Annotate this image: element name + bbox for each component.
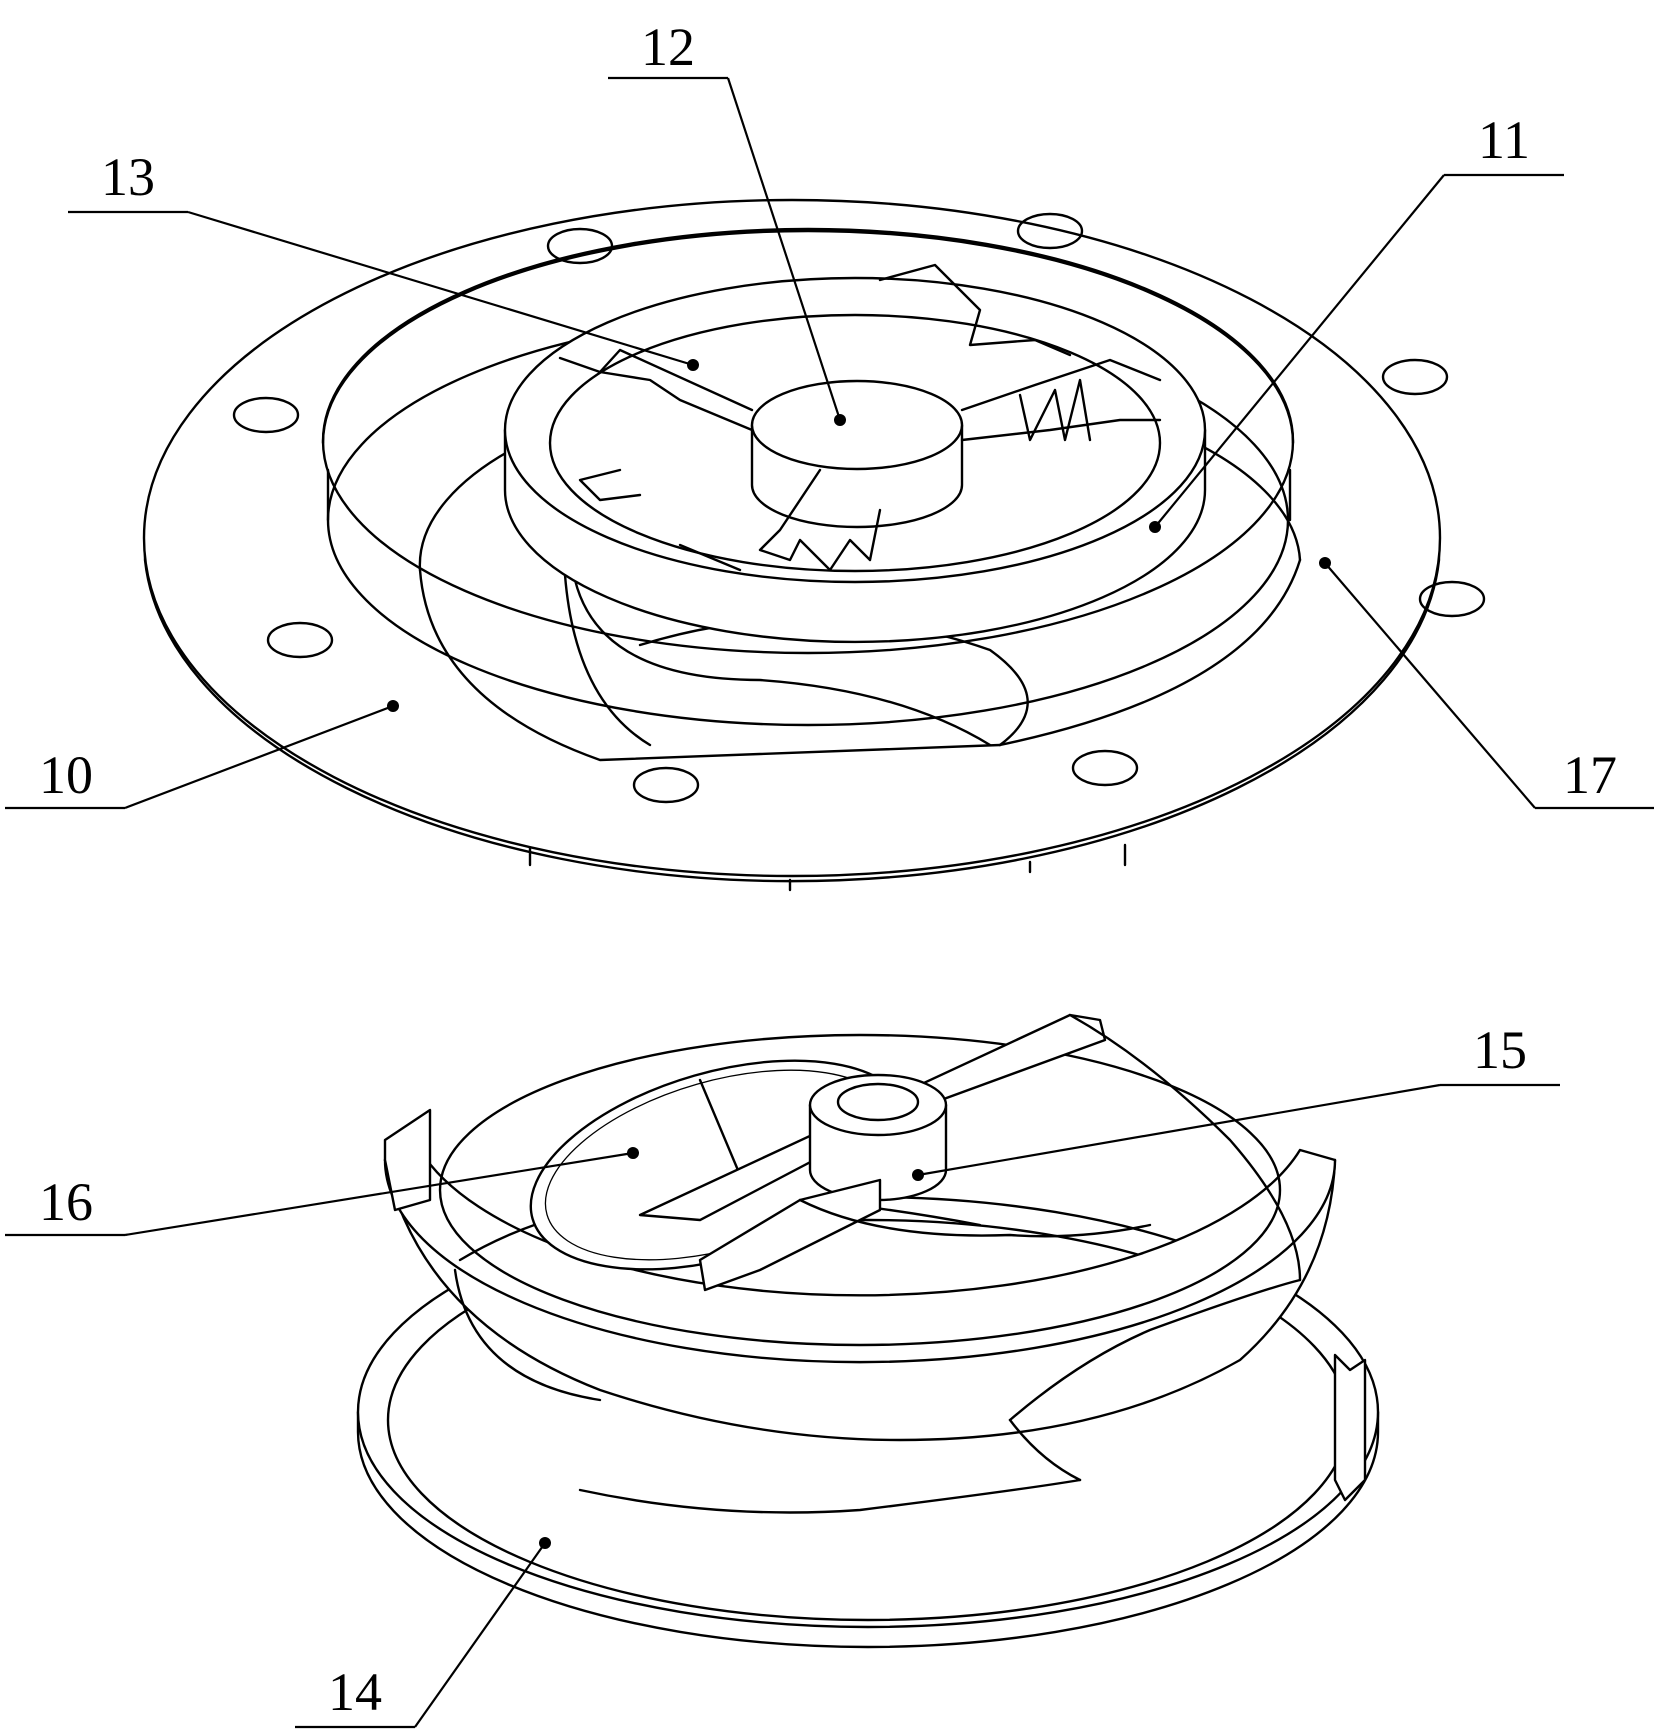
label-15: 15	[1473, 1020, 1527, 1080]
bolt-hole	[1418, 580, 1486, 618]
marker-dot	[1149, 521, 1161, 533]
hub	[750, 379, 964, 529]
label-12: 12	[641, 17, 695, 77]
marker-dot	[912, 1169, 924, 1181]
impeller-assembly	[356, 1013, 1380, 1649]
bolt-hole	[1016, 212, 1084, 250]
marker-dot	[627, 1147, 639, 1159]
label-16: 16	[39, 1172, 93, 1232]
bolt-hole	[632, 766, 700, 804]
reference-numerals: 12 13 11 17 10 15 16 14	[39, 17, 1617, 1722]
leader-lines	[5, 76, 1654, 1729]
bolt-hole	[266, 621, 334, 659]
label-13: 13	[101, 147, 155, 207]
bolt-hole	[546, 227, 614, 265]
label-14: 14	[328, 1662, 382, 1722]
label-11: 11	[1478, 110, 1530, 170]
bolt-holes	[232, 212, 1486, 804]
impeller-hub	[808, 1073, 948, 1202]
label-10: 10	[39, 745, 93, 805]
marker-dot	[834, 414, 846, 426]
bolt-hole	[232, 396, 300, 434]
marker-dot	[387, 700, 399, 712]
marker-dot	[539, 1537, 551, 1549]
bolt-hole	[1381, 358, 1449, 396]
bolt-hole	[1071, 749, 1139, 787]
marker-dot	[687, 359, 699, 371]
marker-dot	[1319, 557, 1331, 569]
label-17: 17	[1563, 745, 1617, 805]
flange-cover-assembly	[142, 198, 1486, 892]
